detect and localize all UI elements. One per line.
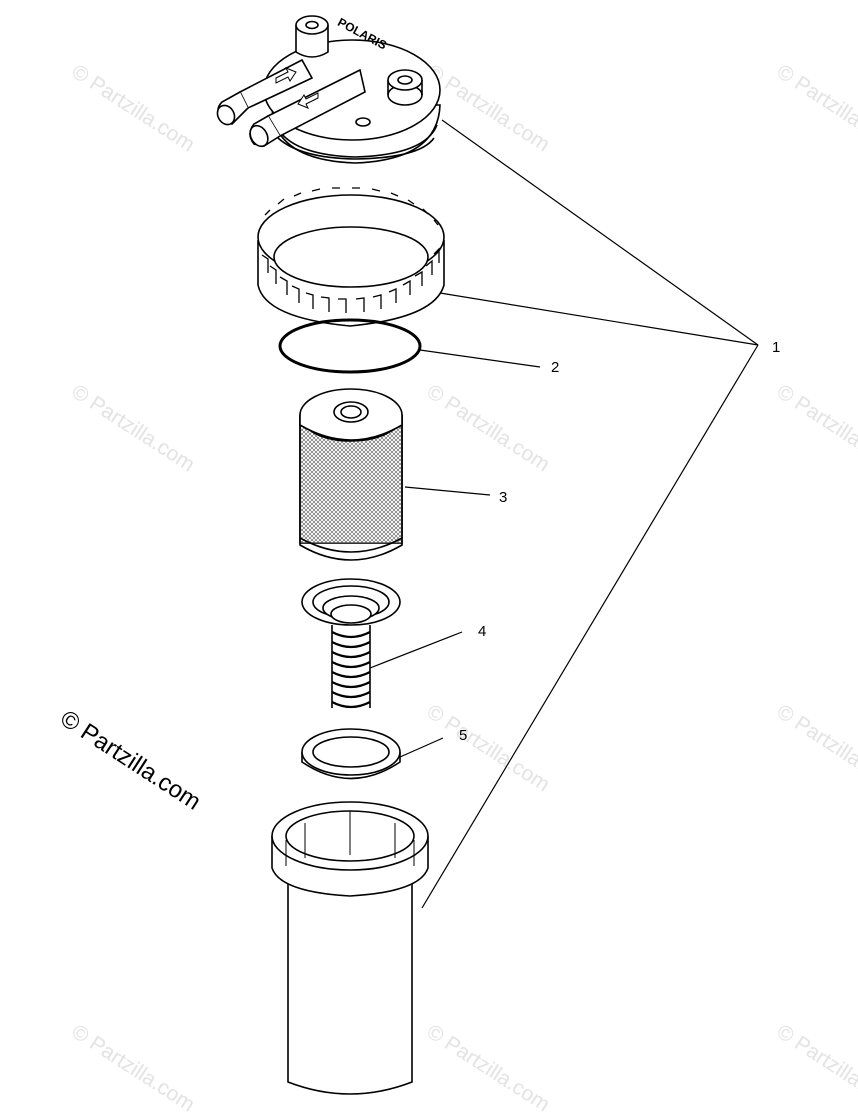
callout-2: 2 — [551, 359, 559, 376]
callouts: 1 2 3 4 5 — [459, 339, 780, 744]
filter-element — [299, 388, 403, 561]
leader-line-1-bowl — [421, 344, 759, 909]
spring — [301, 578, 401, 709]
leader-line-5 — [399, 737, 444, 758]
washer — [301, 728, 401, 780]
leader-line-4 — [369, 631, 463, 669]
callout-3: 3 — [499, 489, 507, 506]
leader-line-1-ring — [439, 292, 759, 346]
leader-line-2 — [419, 349, 541, 368]
filter-cap: POLARIS — [216, 15, 441, 164]
filter-bowl — [271, 801, 429, 1095]
callout-1: 1 — [772, 339, 780, 356]
callout-4: 4 — [478, 623, 486, 640]
callout-5: 5 — [459, 727, 467, 744]
leader-lines — [369, 119, 759, 909]
leader-line-1-cap — [441, 119, 759, 346]
retaining-ring — [257, 187, 445, 327]
o-ring — [278, 318, 422, 374]
leader-line-3 — [404, 486, 491, 496]
